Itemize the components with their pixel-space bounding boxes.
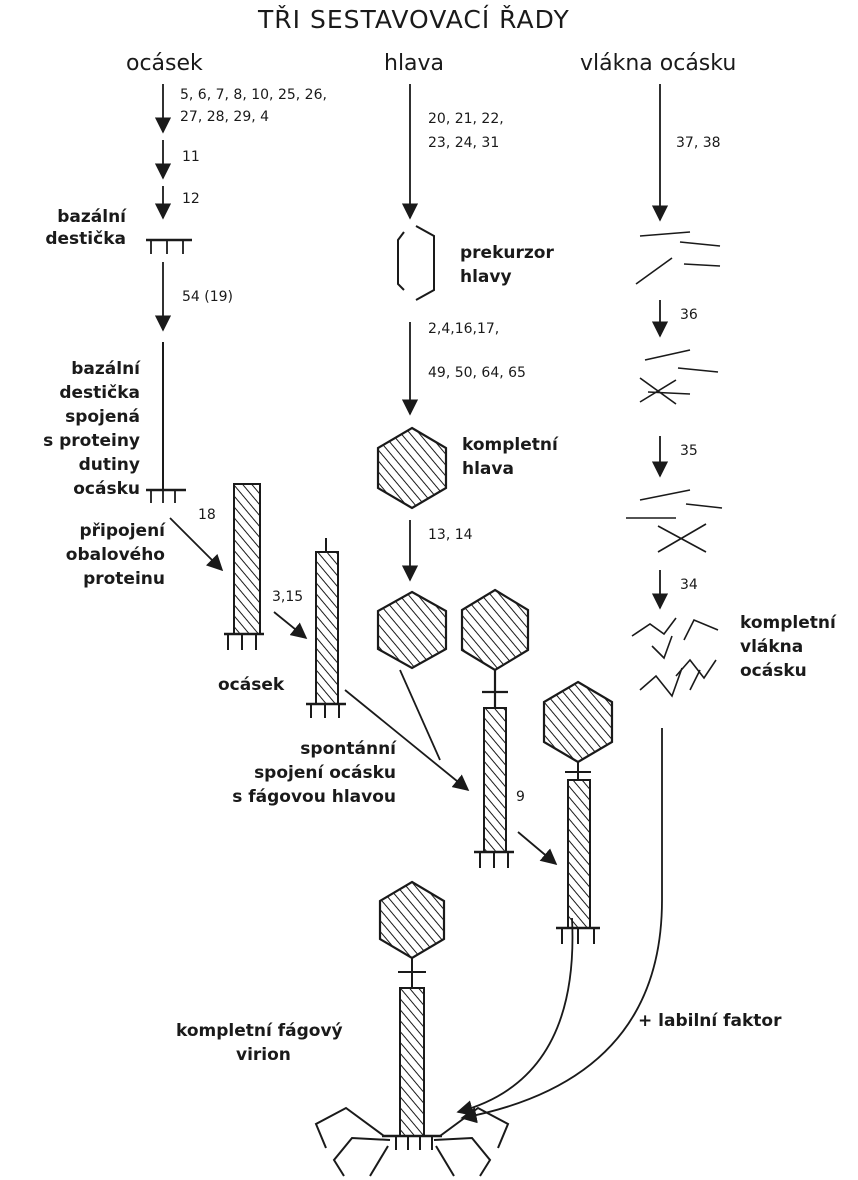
baseplate-1 <box>146 238 192 254</box>
head-precursor-label-line2: hlavy <box>460 267 512 287</box>
head-genes-1-line2: 23, 24, 31 <box>428 135 500 151</box>
complete-fibers-label-line1: kompletní <box>740 613 836 633</box>
sheath-label-line2: obalového <box>65 545 165 565</box>
column-header-fibers: vlákna ocásku <box>580 51 737 76</box>
tail-genes-6: 3,15 <box>272 589 304 605</box>
complete-virion <box>314 880 510 1177</box>
particle-to-virion-arrow <box>456 917 574 1117</box>
column-header-tail: ocásek <box>126 51 203 76</box>
baseplate-label-line1: bazální <box>57 207 126 227</box>
complete-head <box>376 426 448 510</box>
tail-genes-3: 12 <box>182 191 200 207</box>
head-precursor <box>397 225 435 301</box>
tail-join-line <box>344 689 470 792</box>
tail-tube-baseplate <box>146 342 186 503</box>
tail-genes-2: 11 <box>182 149 200 165</box>
fiber-segments-3 <box>626 489 723 553</box>
complete-head-label-line2: hlava <box>462 459 514 479</box>
fiber-genes-2: 36 <box>680 307 698 323</box>
fiber-long-arrow <box>460 728 663 1124</box>
spontaneous-label-line1: spontánní <box>300 739 396 759</box>
virion-label-line2: virion <box>236 1045 291 1065</box>
joined-label-line2: destička <box>59 383 140 403</box>
arrow-9 <box>517 831 558 866</box>
tail-genes-5: 18 <box>198 507 216 523</box>
assembly-genes-9: 9 <box>516 789 525 805</box>
head-genes-3: 13, 14 <box>428 527 473 543</box>
diagram-title: TŘI SESTAVOVACÍ ŘADY <box>258 5 570 34</box>
arrow-sheath <box>169 517 224 572</box>
labile-factor-label: + labilní faktor <box>638 1011 782 1031</box>
head-genes-2-line1: 2,4,16,17, <box>428 321 500 337</box>
joined-label-line1: bazální <box>71 359 140 379</box>
fiber-genes-3: 35 <box>680 443 698 459</box>
sheath-label-line1: připojení <box>79 521 165 541</box>
tail-complete-label: ocásek <box>218 675 285 695</box>
sheathed-tail-2 <box>306 538 346 718</box>
free-head <box>376 590 448 670</box>
assembled-particle-2 <box>542 680 614 944</box>
joined-label-line6: ocásku <box>73 479 140 499</box>
complete-fibers-label-line2: vlákna <box>740 637 804 657</box>
head-with-neck <box>460 588 530 708</box>
fiber-segments-2 <box>639 349 719 405</box>
column-header-head: hlava <box>384 51 445 76</box>
fiber-genes-4: 34 <box>680 577 698 593</box>
head-join-line <box>399 669 441 761</box>
head-genes-1-line1: 20, 21, 22, <box>428 111 504 127</box>
spontaneous-label-line3: s fágovou hlavou <box>232 787 396 807</box>
tail-genes-1-line2: 27, 28, 29, 4 <box>180 109 270 125</box>
baseplate-label-line2: destička <box>45 229 126 249</box>
fiber-genes-1: 37, 38 <box>676 135 721 151</box>
fiber-segments-1 <box>635 231 721 285</box>
assembled-particle-1 <box>474 707 514 868</box>
joined-label-line3: spojená <box>65 407 140 427</box>
fiber-segments-4 <box>631 617 719 698</box>
sheath-label-line3: proteinu <box>83 569 165 589</box>
spontaneous-label-line2: spojení ocásku <box>254 763 396 783</box>
tail-genes-4: 54 (19) <box>182 289 234 305</box>
head-genes-2-line2: 49, 50, 64, 65 <box>428 365 526 381</box>
joined-label-line5: dutiny <box>78 455 140 475</box>
tail-genes-1-line1: 5, 6, 7, 8, 10, 25, 26, <box>180 87 327 103</box>
head-precursor-label-line1: prekurzor <box>460 243 554 263</box>
virion-label-line1: kompletní fágový <box>176 1021 343 1041</box>
complete-fibers-label-line3: ocásku <box>740 661 807 681</box>
arrow-3-15 <box>273 611 308 640</box>
complete-head-label-line1: kompletní <box>462 435 558 455</box>
sheathed-tail-1 <box>224 483 264 650</box>
joined-label-line4: s proteiny <box>43 431 140 451</box>
